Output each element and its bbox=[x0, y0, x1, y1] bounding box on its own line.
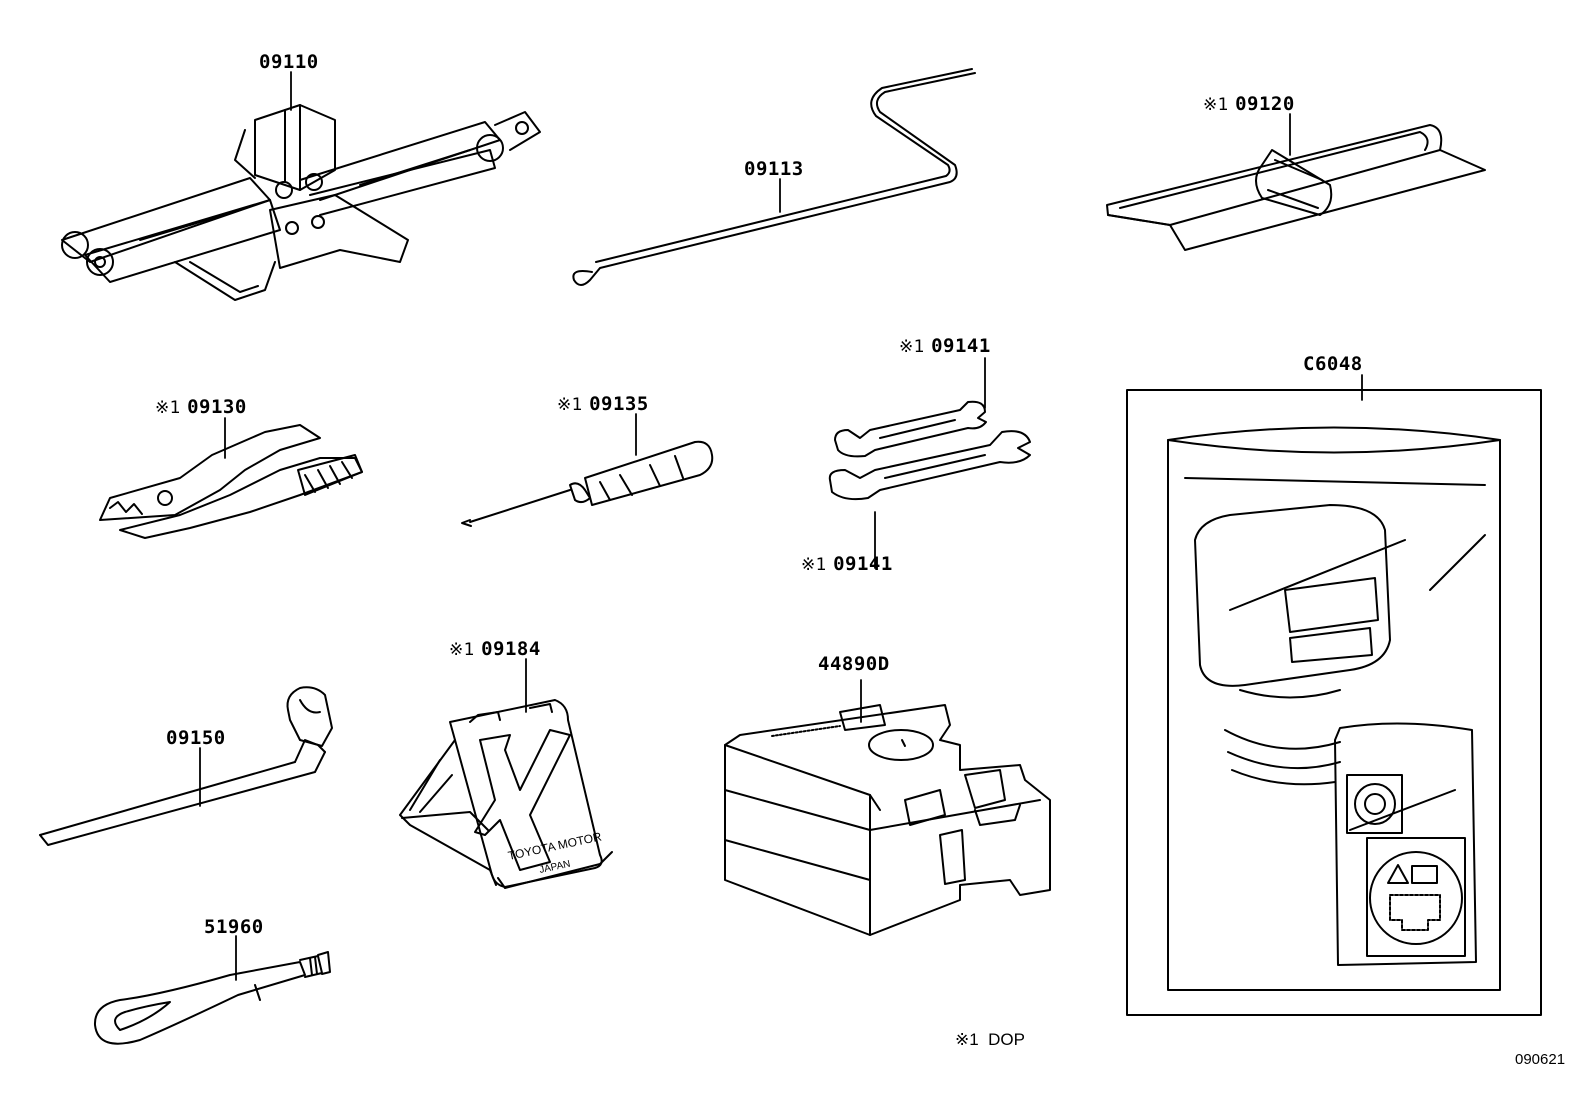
diagram-code: 090621 bbox=[1515, 1051, 1566, 1068]
label-09113: 09113 bbox=[744, 158, 804, 180]
jack-illustration bbox=[61, 104, 541, 301]
dop-mark: ※1 bbox=[801, 555, 828, 575]
legend-text: DOP bbox=[988, 1030, 1025, 1049]
dop-mark: ※1 bbox=[1203, 95, 1230, 115]
kit-label-illustration bbox=[1126, 389, 1542, 1016]
dop-mark: ※1 bbox=[557, 395, 584, 415]
label-44890d: 44890D bbox=[818, 653, 890, 675]
dop-mark: ※1 bbox=[899, 337, 926, 357]
wrench-lower-illustration bbox=[828, 430, 1031, 501]
dop-mark: ※1 bbox=[449, 640, 476, 660]
label-c6048: C6048 bbox=[1303, 353, 1363, 375]
towing-eye-illustration bbox=[93, 951, 331, 1045]
pliers-illustration bbox=[99, 424, 363, 539]
wheel-wrench-illustration bbox=[39, 686, 333, 846]
leader-lines bbox=[199, 71, 1363, 981]
legend-symbol: ※1 bbox=[955, 1030, 979, 1049]
dop-mark: ※1 bbox=[155, 398, 182, 418]
wrench-upper-illustration bbox=[834, 400, 987, 458]
jack-handle-illustration bbox=[572, 68, 976, 286]
chock-stamp-line1: TOYOTA MOTOR bbox=[507, 829, 603, 863]
repair-kit-illustration bbox=[724, 704, 1051, 936]
label-51960: 51960 bbox=[204, 916, 264, 938]
wheel-chock-illustration: TOYOTA MOTOR JAPAN bbox=[399, 699, 613, 889]
label-09150: 09150 bbox=[166, 727, 226, 749]
tool-bag-illustration bbox=[1106, 124, 1486, 251]
screwdriver-illustration bbox=[461, 440, 714, 527]
legend: ※1 DOP bbox=[955, 1030, 1025, 1050]
label-09110: 09110 bbox=[259, 51, 319, 73]
